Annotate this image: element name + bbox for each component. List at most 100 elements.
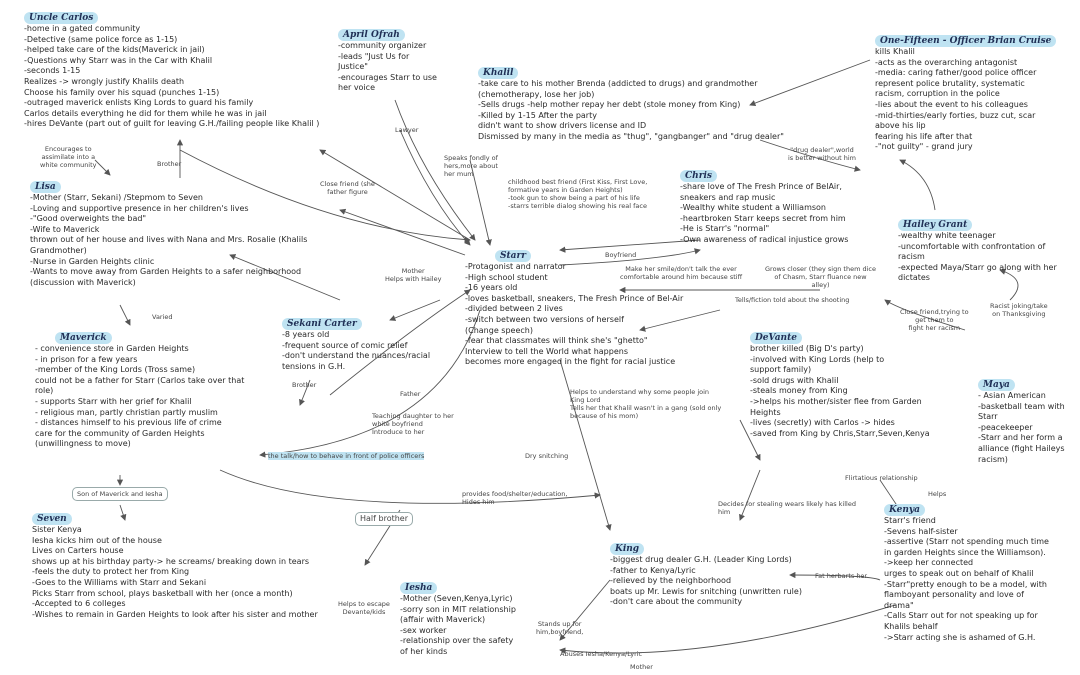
line: -encourages Starr to use — [338, 72, 437, 82]
label-dry-snitching: Dry snitching — [525, 452, 569, 460]
node-april-ofrah: April Ofrah -community organizer -leads … — [338, 22, 437, 94]
label-fat-herbarts: Fat herbarts her — [815, 572, 868, 580]
label-close-friend: Close friend (she father figure — [320, 180, 375, 196]
node-title: Seven — [32, 513, 72, 525]
line: -Protagonist and narrator — [465, 262, 566, 271]
line: -outraged maverick enlists King Lords to… — [24, 98, 254, 108]
line: Justice" — [338, 62, 368, 72]
line: -Accepted to 6 colleges — [32, 599, 126, 609]
node-title: Maya — [978, 379, 1015, 391]
line: - supports Starr with her grief for Khal… — [35, 396, 192, 406]
line: racism, corruption in the police — [875, 89, 1000, 99]
line: -heartbroken Starr keeps secret from him — [680, 213, 846, 223]
line: support family) — [750, 365, 812, 375]
node-lines: -8 years old -frequent source of comic r… — [282, 330, 430, 372]
line: -share love of The Fresh Prince of BelAi… — [680, 182, 842, 191]
line: -father to Kenya/Lyric — [610, 565, 696, 575]
line: (unwillingness to move) — [35, 439, 131, 449]
line: -mid-thirties/early forties, buzz cut, s… — [875, 110, 1036, 120]
node-lines: - convenience store in Garden Heights - … — [35, 344, 244, 450]
line: -Wishes to remain in Garden Heights to l… — [32, 609, 318, 619]
label-stand-up: Stands up for him,boyfriend, — [536, 620, 584, 636]
label-racist-joking: Racist joking/take on Thanksgiving — [990, 302, 1048, 318]
line: -feels the duty to protect her from King — [32, 567, 190, 577]
label-childhood-friend: childhood best friend (First Kiss, First… — [508, 178, 648, 210]
line: -sorry son in MIT relationship — [400, 604, 516, 614]
node-officer-brian-cruise: One-Fifteen - Officer Brian Cruise kills… — [875, 28, 1057, 153]
node-title: Lisa — [30, 181, 61, 193]
line: becomes more engaged in the fight for ra… — [465, 357, 676, 367]
node-king: King -biggest drug dealer G.H. (Leader K… — [610, 536, 802, 608]
label-father: Father — [400, 390, 421, 398]
label-son-of: Son of Maverick and Iesha — [72, 487, 168, 501]
label-the-talk: the talk/how to behave in front of polic… — [268, 452, 425, 460]
line: kills Khalil — [875, 47, 915, 56]
node-lines: -Mother (Seven,Kenya,Lyric) -sorry son i… — [400, 594, 516, 658]
label-flirtatious: Flirtatious relationship — [845, 474, 918, 482]
node-maya: Maya - Asian American -basketball team w… — [978, 372, 1065, 465]
label-varied: Varied — [152, 313, 173, 321]
node-lines: Starr's friend -Sevens half-sister -asse… — [884, 516, 1049, 643]
line: -frequent source of comic relief — [282, 340, 408, 350]
node-lines: Sister Kenya Iesha kicks him out of the … — [32, 525, 318, 620]
line: -Wants to move away from Garden Heights … — [30, 267, 302, 277]
label-escape: Helps to escape Devante/kids — [338, 600, 390, 616]
label-close-friend-right: Close friend,trying to get them to fight… — [900, 308, 969, 332]
node-title: Khalil — [478, 67, 519, 79]
line: -expected Maya/Starr go along with her — [898, 262, 1057, 272]
node-title: Chris — [680, 170, 717, 182]
line: -relieved by the neighborhood — [610, 576, 732, 586]
label-helps: Helps — [928, 490, 947, 498]
line: above his lip — [875, 121, 926, 131]
node-title: King — [610, 543, 645, 555]
node-lisa: Lisa -Mother (Starr, Sekani) /Stepmom to… — [30, 174, 307, 288]
line: -sex worker — [400, 625, 447, 635]
line: urges to speak out on behalf of Khalil — [884, 568, 1034, 578]
line: Picks Starr from school, plays basketbal… — [32, 588, 293, 598]
line: -biggest drug dealer G.H. (Leader King L… — [610, 555, 792, 564]
line: Starr — [978, 412, 998, 422]
line: drama" — [884, 600, 914, 610]
label-encourages: Encourages to assimilate into a white co… — [40, 145, 97, 169]
label-brother-top: Brother — [157, 160, 182, 168]
line: -lives (secretly) with Carlos -> hides — [750, 418, 895, 428]
label-decides: Decides for stealing wears likely has ki… — [718, 500, 856, 516]
node-chris: Chris -share love of The Fresh Prince of… — [680, 163, 848, 246]
node-kenya: Kenya Starr's friend -Sevens half-sister… — [884, 497, 1049, 643]
line: flamboyant personality and love of — [884, 590, 1024, 600]
line: -Mother (Seven,Kenya,Lyric) — [400, 594, 513, 603]
line: -Detective (same police force as 1-15) — [24, 34, 178, 44]
node-lines: brother killed (Big D's party) -involved… — [750, 344, 930, 439]
line: -Sells drugs -help mother repay her debt… — [478, 100, 741, 110]
arrow-starr-king — [559, 359, 612, 531]
line: -fear that classmates will think she's "… — [465, 336, 648, 346]
label-tells-them: Tells/fiction told about the shooting — [735, 296, 850, 304]
line: care for the community of Garden Heights — [35, 428, 205, 438]
node-lines: -wealthy white teenager -uncomfortable w… — [898, 231, 1057, 284]
line: - Asian American — [978, 391, 1046, 400]
line: Starr's friend — [884, 516, 936, 525]
line: - distances himself to his previous life… — [35, 418, 222, 428]
node-khalil: Khalil -take care to his mother Brenda (… — [478, 60, 784, 143]
line: -"not guilty" - grand jury — [875, 142, 973, 152]
line: -8 years old — [282, 330, 330, 339]
line: -don't care about the community — [610, 597, 743, 607]
line: thrown out of her house and lives with N… — [30, 235, 308, 245]
node-lines: kills Khalil -acts as the overarching an… — [875, 47, 1056, 153]
line: Sister Kenya — [32, 525, 82, 534]
line: -Nurse in Garden Heights clinic — [30, 256, 155, 266]
line: -assertive (Starr not spending much time — [884, 537, 1049, 547]
node-lines: -take care to his mother Brenda (addicte… — [478, 79, 784, 143]
node-title: Sekani Carter — [282, 318, 362, 330]
node-lines: -Mother (Starr, Sekani) /Stepmom to Seve… — [30, 193, 307, 288]
line: (discussion with Maverick) — [30, 277, 136, 287]
line: -loves basketball, sneakers, The Fresh P… — [465, 293, 684, 303]
label-provides: provides food/shelter/education, Hides h… — [462, 490, 568, 506]
node-title: Kenya — [884, 504, 925, 516]
line: -seconds 1-15 — [24, 66, 81, 76]
node-lines: - Asian American -basketball team with S… — [978, 391, 1065, 465]
arrow-starr-lisa — [339, 208, 466, 256]
node-sekani-carter: Sekani Carter -8 years old -frequent sou… — [282, 311, 430, 372]
line: Realizes -> wrongly justify Khalils deat… — [24, 76, 185, 86]
label-helps-lords: Helps to understand why some people join… — [570, 388, 722, 420]
